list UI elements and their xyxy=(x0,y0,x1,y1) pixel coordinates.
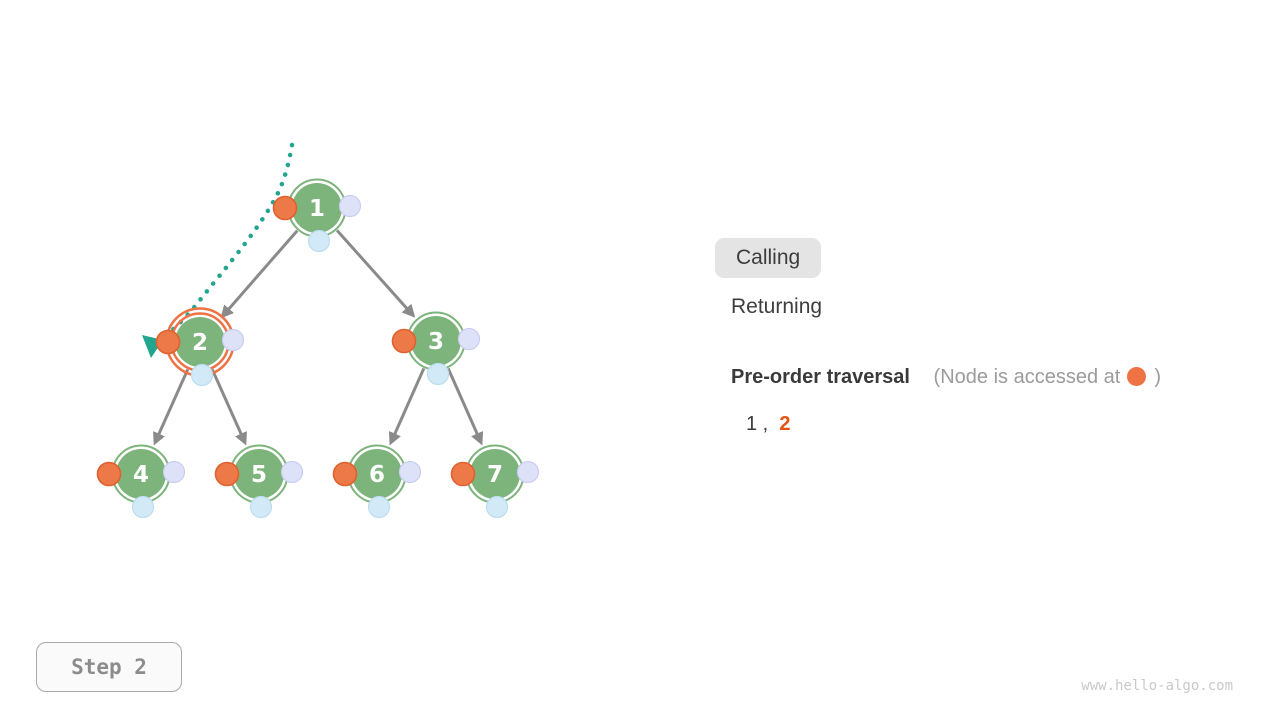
node-circle xyxy=(411,316,461,366)
legend-calling-badge: Calling xyxy=(715,238,822,278)
tree-node-7: 7 xyxy=(450,444,540,519)
sequence-value: 2 xyxy=(779,413,791,435)
node-right-dot xyxy=(162,460,186,484)
traversal-path xyxy=(153,142,295,345)
node-right-dot xyxy=(516,460,540,484)
node-access-dot xyxy=(214,461,240,487)
traversal-title-row: Pre-order traversal (Node is accessed at… xyxy=(731,366,1161,389)
watermark: www.hello-algo.com xyxy=(1081,678,1233,694)
node-bottom-dot xyxy=(190,363,214,387)
sequence-value: 1 xyxy=(746,413,758,435)
traversal-title: Pre-order traversal xyxy=(731,366,910,388)
tree-node-2: 2 xyxy=(155,307,245,387)
tree-node-6: 6 xyxy=(332,444,422,519)
node-right-dot xyxy=(457,327,481,351)
node-bottom-dot xyxy=(307,229,331,253)
tree-edge xyxy=(153,368,190,446)
node-right-dot xyxy=(338,194,362,218)
tree-edge xyxy=(388,367,426,446)
sequence-separator: , xyxy=(757,413,780,435)
node-circle xyxy=(470,449,520,499)
node-access-dot xyxy=(155,329,181,355)
node-label: 5 xyxy=(251,462,267,488)
node-circle xyxy=(234,449,284,499)
node-circle xyxy=(175,317,225,367)
node-right-dot xyxy=(280,460,304,484)
node-access-dot xyxy=(96,461,122,487)
node-access-dot xyxy=(332,461,358,487)
node-circle xyxy=(116,449,166,499)
node-access-dot xyxy=(272,195,298,221)
tree-edge xyxy=(446,367,484,446)
node-bottom-dot xyxy=(131,495,155,519)
node-bottom-dot xyxy=(249,495,273,519)
tree-node-5: 5 xyxy=(214,444,304,519)
node-label: 4 xyxy=(133,462,149,488)
node-access-dot xyxy=(450,461,476,487)
binary-tree-diagram: 1 2 3 4 5 6 7 xyxy=(96,142,540,519)
node-right-dot xyxy=(221,328,245,352)
node-bottom-dot xyxy=(485,495,509,519)
node-circle xyxy=(292,183,342,233)
node-label: 6 xyxy=(369,462,385,488)
node-bottom-dot xyxy=(426,362,450,386)
tree-node-3: 3 xyxy=(391,311,481,386)
legend-calling-label: Calling xyxy=(736,246,801,269)
node-label: 1 xyxy=(309,196,325,222)
node-right-dot xyxy=(398,460,422,484)
tree-edge xyxy=(220,229,299,319)
step-label: Step 2 xyxy=(71,655,147,679)
traversal-note-suffix: ) xyxy=(1154,366,1161,388)
tree-edge xyxy=(210,368,247,446)
tree-edge xyxy=(335,229,416,318)
node-label: 3 xyxy=(428,329,444,355)
node-access-dot xyxy=(391,328,417,354)
traversal-sequence: 1 , 2 xyxy=(746,413,790,436)
node-circle xyxy=(352,449,402,499)
node-bottom-dot xyxy=(367,495,391,519)
access-dot-icon xyxy=(1127,367,1147,386)
legend-returning-label: Returning xyxy=(731,295,823,318)
node-label: 2 xyxy=(192,330,208,356)
tree-node-4: 4 xyxy=(96,444,186,519)
step-indicator: Step 2 xyxy=(36,642,182,692)
tree-node-1: 1 xyxy=(272,178,362,253)
traversal-note-prefix: (Node is accessed at xyxy=(933,366,1121,388)
traversal-note: (Node is accessed at) xyxy=(934,366,1161,388)
node-label: 7 xyxy=(487,462,503,488)
